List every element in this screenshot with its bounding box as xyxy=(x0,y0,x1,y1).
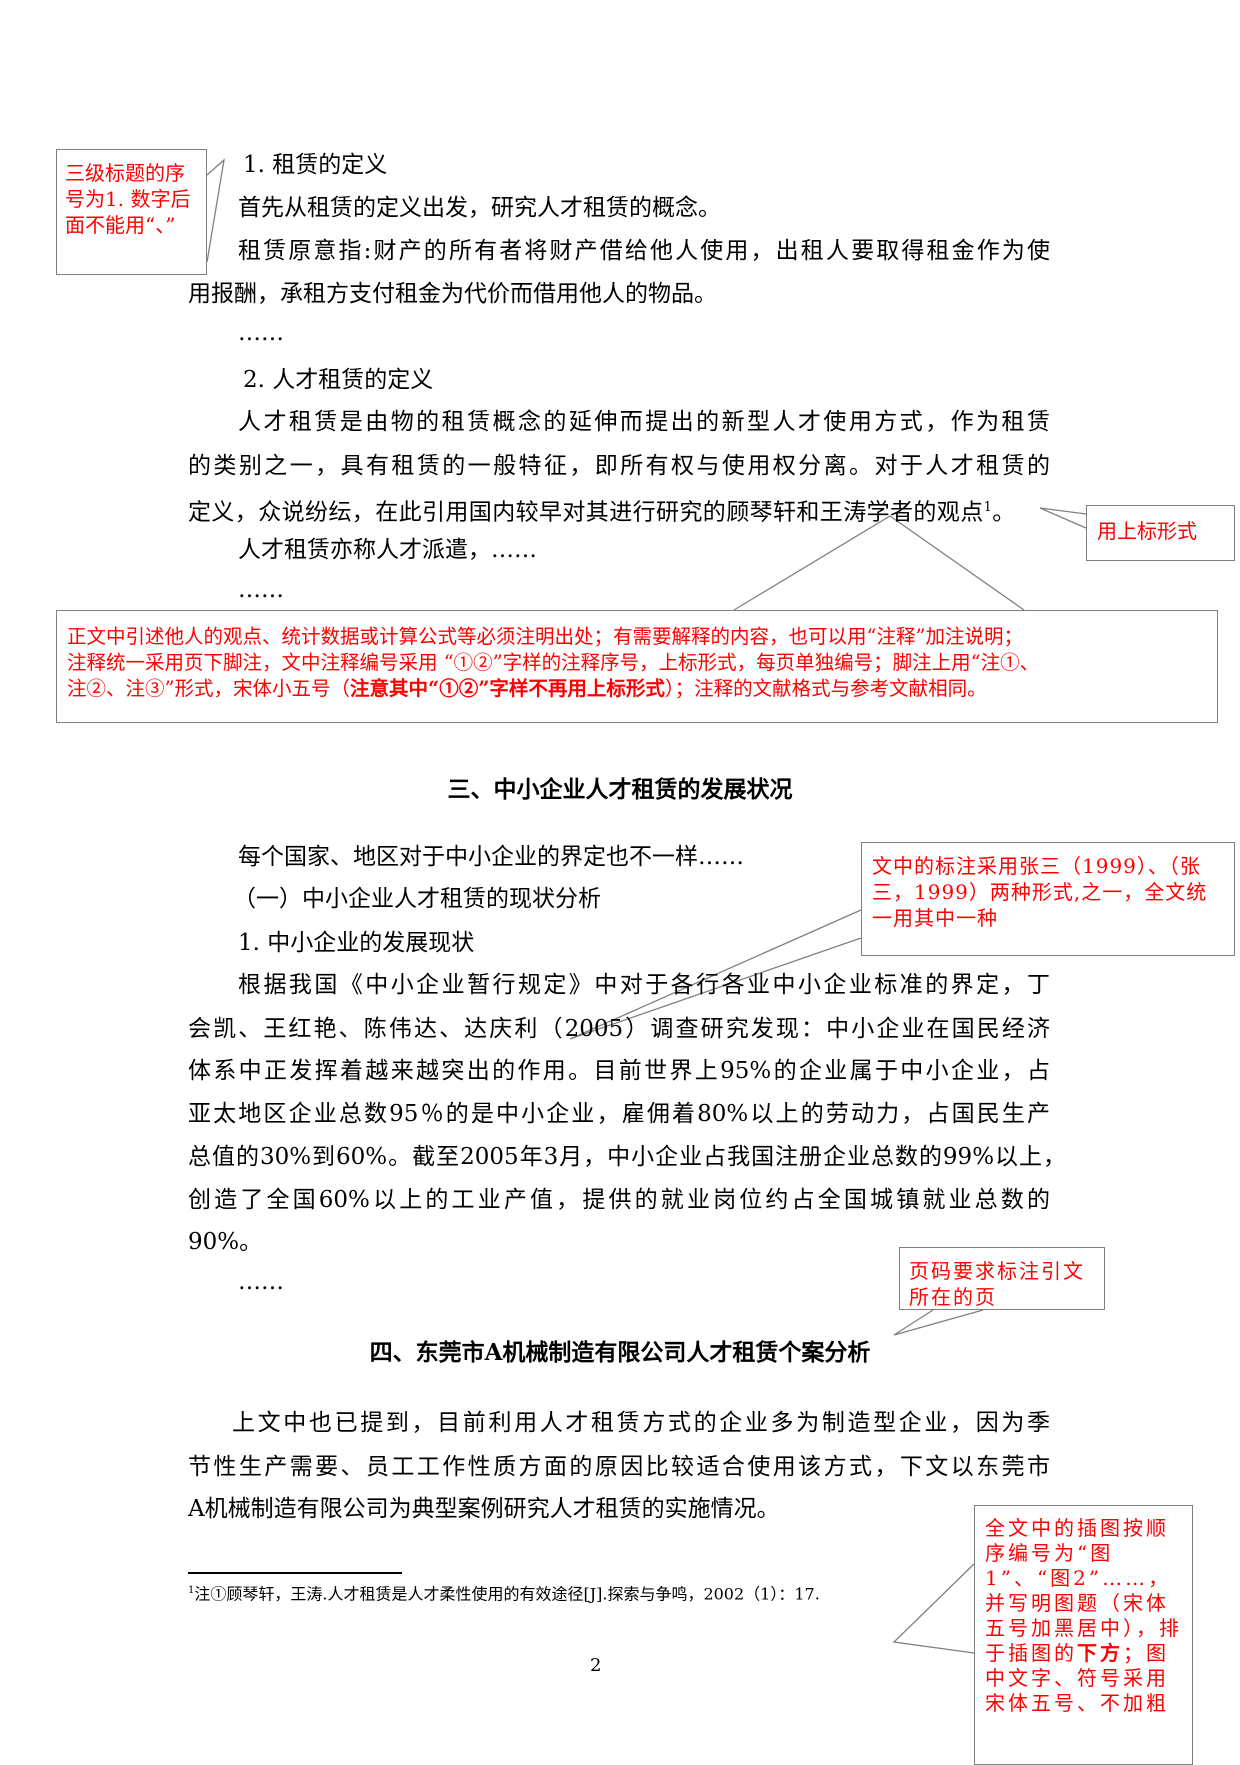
paragraph-line: A机械制造有限公司为典型案例研究人才租赁的实施情况。 xyxy=(188,1496,780,1522)
paragraph-line: 的类别之一，具有租赁的一般特征，即所有权与使用权分离。对于人才租赁的 xyxy=(188,453,1050,479)
ellipsis: …… xyxy=(238,577,284,603)
paragraph-line: 租赁原意指:财产的所有者将财产借给他人使用，出租人要取得租金作为使 xyxy=(238,238,1050,264)
leader-c2 xyxy=(1039,507,1087,529)
footnote-separator xyxy=(188,1572,402,1574)
paragraph-line: 定义，众说纷纭，在此引用国内较早对其进行研究的顾琴轩和王涛学者的观点1。 xyxy=(188,499,1016,526)
paragraph-line: 用报酬，承租方支付租金为代价而借用他人的物品。 xyxy=(188,281,717,307)
paragraph-line: 人才租赁是由物的租赁概念的延伸而提出的新型人才使用方式，作为租赁 xyxy=(238,409,1050,435)
paragraph-line: 根据我国《中小企业暂行规定》中对于各行各业中小企业标准的界定，丁 xyxy=(238,972,1050,998)
paragraph-line: 90%。 xyxy=(188,1229,263,1255)
section-heading-4: 四、东莞市A机械制造有限公司人才租赁个案分析 xyxy=(369,1339,871,1366)
footnote-ref[interactable]: 1 xyxy=(983,500,993,515)
emphasis-text: 下方 xyxy=(1077,1641,1123,1665)
ellipsis: …… xyxy=(238,320,284,346)
comment-figure-rules[interactable]: 全文中的插图按顺序编号为“图1”、“图2”……，并写明图题（宋体五号加黑居中），… xyxy=(974,1505,1193,1765)
leader-c3 xyxy=(733,515,1025,611)
paragraph-line: 会凯、王红艳、陈伟达、达庆利（2005）调查研究发现：中小企业在国民经济 xyxy=(188,1016,1050,1042)
heading-talent-lease-definition: 2. 人才租赁的定义 xyxy=(243,367,434,393)
heading-lease-definition: 1. 租赁的定义 xyxy=(243,152,388,178)
leader-c5 xyxy=(893,1309,984,1336)
paragraph-line: 上文中也已提到，目前利用人才租赁方式的企业多为制造型企业，因为季 xyxy=(232,1410,1050,1436)
paragraph-line: 总值的30%到60%。截至2005年3月，中小企业占我国注册企业总数的99%以上… xyxy=(188,1144,1066,1170)
paragraph-line: 每个国家、地区对于中小企业的界定也不一样…… xyxy=(238,844,744,870)
ellipsis: …… xyxy=(238,1269,284,1295)
page-number: 2 xyxy=(590,1655,602,1676)
paragraph-line: 首先从租赁的定义出发，研究人才租赁的概念。 xyxy=(238,195,721,221)
comment-superscript[interactable]: 用上标形式 xyxy=(1086,505,1235,561)
comment-heading-numbering[interactable]: 三级标题的序号为1. 数字后面不能用“、” xyxy=(56,149,207,275)
emphasis-text: 注意其中“①②”字样不再用上标形式 xyxy=(349,677,665,700)
paragraph-line: 亚太地区企业总数95％的是中小企业，雇佣着80%以上的劳动力，占国民生产 xyxy=(188,1101,1050,1127)
paragraph-line: 节性生产需要、员工工作性质方面的原因比较适合使用该方式，下文以东莞市 xyxy=(188,1454,1050,1480)
footnote: 1注①顾琴轩，王涛.人才租赁是人才柔性使用的有效途径[J].探索与争鸣，2002… xyxy=(188,1584,820,1604)
section-heading-3: 三、中小企业人才租赁的发展状况 xyxy=(447,776,793,803)
comment-citation-rules[interactable]: 正文中引述他人的观点、统计数据或计算公式等必须注明出处；有需要解释的内容，也可以… xyxy=(56,610,1218,723)
subheading: （一）中小企业人才租赁的现状分析 xyxy=(233,886,601,912)
leader-c6 xyxy=(892,1563,975,1654)
paragraph-line: 人才租赁亦称人才派遣，…… xyxy=(238,537,537,563)
subheading: 1. 中小企业的发展现状 xyxy=(238,930,475,956)
comment-page-number[interactable]: 页码要求标注引文所在的页 xyxy=(899,1247,1105,1310)
comment-citation-format[interactable]: 文中的标注采用张三（1999）、（张三，1999）两种形式,之一，全文统一用其中… xyxy=(861,842,1235,956)
paragraph-line: 创造了全国60%以上的工业产值，提供的就业岗位约占全国城镇就业总数的 xyxy=(188,1187,1050,1213)
paragraph-line: 体系中正发挥着越来越突出的作用。目前世界上95%的企业属于中小企业，占 xyxy=(188,1058,1050,1084)
leader-c1 xyxy=(206,158,225,263)
